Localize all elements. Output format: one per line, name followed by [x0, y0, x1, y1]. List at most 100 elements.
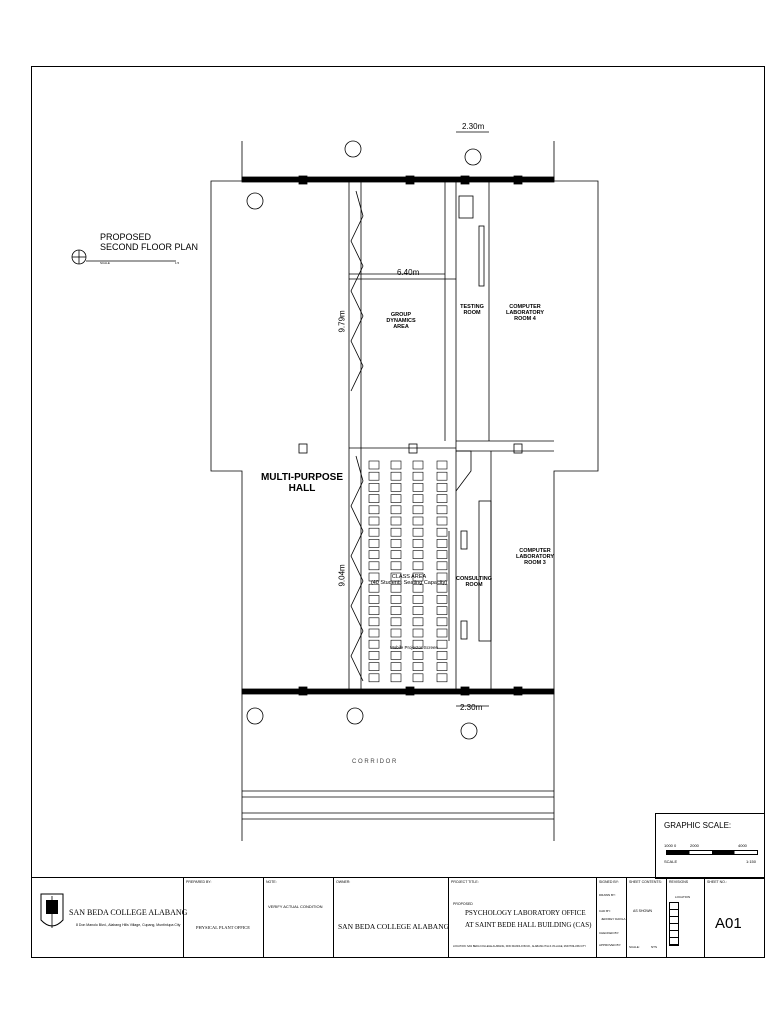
seat	[436, 583, 448, 593]
seat	[390, 617, 402, 627]
checked-by-caption: CHECKED BY:	[599, 931, 620, 935]
graphic-scale-scale-left: SCALE	[664, 859, 678, 864]
seat	[436, 628, 448, 638]
prepared-by-value: PHYSICAL PLANT OFFICE	[196, 925, 251, 930]
seat	[412, 572, 424, 582]
project-caption: PROJECT TITLE:	[451, 880, 479, 884]
tb-prepared-by: PREPARED BY: PHYSICAL PLANT OFFICE	[183, 878, 263, 958]
graphic-scale-box: GRAPHIC SCALE: 1000 0 2000 4000 SCALE 1:…	[655, 813, 765, 879]
drawing-title: PROPOSED SECOND FLOOR PLAN	[100, 232, 198, 253]
seat	[436, 572, 448, 582]
note-caption: NOTE:	[266, 880, 277, 884]
corridor-label: C O R R I D O R	[352, 759, 397, 765]
graphic-scale-label: GRAPHIC SCALE:	[664, 821, 732, 830]
seat	[412, 471, 424, 481]
signed-by-caption: SIGNED BY:	[599, 880, 619, 884]
wall-outline-left	[210, 141, 243, 701]
dim-lower-height: 9.04m	[337, 564, 347, 587]
tb-project: PROJECT TITLE: PROPOSED PSYCHOLOGY LABOR…	[448, 878, 596, 958]
graphic-scale-bar	[666, 850, 758, 855]
seat	[412, 527, 424, 537]
seat	[412, 505, 424, 515]
seat	[390, 673, 402, 683]
prepared-by-caption: PREPARED BY:	[186, 880, 212, 884]
floor-plan	[71, 131, 599, 841]
cad-by-caption: CAD BY:	[599, 909, 611, 913]
dim-group-width: 6.40m	[397, 268, 420, 277]
seat	[436, 460, 448, 470]
seat	[412, 539, 424, 548]
seat	[436, 561, 448, 571]
seat	[436, 505, 448, 515]
approved-by-caption: APPROVED BY:	[599, 943, 622, 947]
owner-caption: OWNER:	[336, 880, 351, 884]
seat	[436, 471, 448, 481]
school-name: SAN BEDA COLLEGE ALABANG	[69, 908, 188, 917]
seat	[390, 595, 402, 604]
dim-top-width: 2.30m	[462, 122, 485, 131]
room-class-area: CLASS AREA (40 Students Seating Capacity…	[370, 574, 448, 587]
revisions-caption: REVISIONS	[669, 880, 689, 884]
graphic-scale-tick-0: 1000 0	[664, 843, 677, 848]
seat	[368, 662, 380, 671]
seat	[368, 572, 380, 582]
partition-lower	[350, 455, 364, 682]
seat	[436, 550, 448, 559]
top-wall	[241, 176, 555, 183]
title-block: SAN BEDA COLLEGE ALABANG 8 Don Manolo Bl…	[31, 877, 765, 958]
sheet-contents-value: AS SHOWN	[633, 909, 653, 913]
wall-outline-right	[553, 141, 599, 701]
tb-sheet-contents: SHEET CONTENTS: AS SHOWN SCALE: NTS	[626, 878, 666, 958]
tb-owner: OWNER: SAN BEDA COLLEGE ALABANG	[333, 878, 450, 958]
seat	[368, 651, 380, 660]
seat	[390, 583, 402, 593]
seat	[390, 494, 402, 503]
seat	[412, 583, 424, 593]
seat	[368, 673, 380, 683]
seat	[412, 639, 424, 649]
revisions-grid	[669, 902, 679, 946]
sheet-contents-caption: SHEET CONTENTS:	[629, 880, 662, 884]
seat	[436, 483, 448, 492]
drawing-title-line1: PROPOSED	[100, 232, 152, 242]
sheet-no-value: A01	[715, 915, 742, 932]
room-computer-lab-4: COMPUTER LABORATORY ROOM 4	[505, 304, 545, 323]
project-proposed: PROPOSED	[453, 902, 473, 906]
location-caption: LOCATION	[675, 895, 691, 899]
graphic-scale-tick-2: 4000	[738, 843, 747, 848]
seat	[390, 539, 402, 548]
scale-value: NTS	[651, 945, 657, 949]
seat	[412, 550, 424, 559]
seat	[436, 516, 448, 526]
seat	[390, 471, 402, 481]
seat	[412, 673, 424, 683]
projector-screen-label: Mobile Projector Screen	[390, 645, 439, 650]
graphic-scale-tick-1: 2000	[690, 843, 699, 848]
seat	[368, 471, 380, 481]
seat	[390, 527, 402, 537]
seat	[412, 651, 424, 660]
seat	[436, 651, 448, 660]
seat	[436, 673, 448, 683]
seat	[436, 595, 448, 604]
seat	[368, 483, 380, 492]
sheet-no-caption: SHEET NO.:	[707, 880, 727, 884]
seat	[368, 550, 380, 559]
seat	[412, 595, 424, 604]
dim-bottom-width: 2.30m	[460, 703, 483, 712]
seat	[368, 617, 380, 627]
drawing-sheet: PROPOSED SECOND FLOOR PLAN SCALE 1:5 MUL…	[31, 66, 765, 958]
owner-value: SAN BEDA COLLEGE ALABANG	[338, 922, 450, 931]
seat	[368, 527, 380, 537]
project-line1: PSYCHOLOGY LABORATORY OFFICE	[465, 909, 586, 917]
room-computer-lab-3: COMPUTER LABORATORY ROOM 3	[515, 548, 555, 567]
seat	[368, 606, 380, 615]
room-group-dynamics: GROUP DYNAMICS AREA	[386, 312, 416, 331]
seat	[390, 651, 402, 660]
seat	[412, 628, 424, 638]
seat	[412, 561, 424, 571]
seat	[390, 606, 402, 615]
seat	[412, 662, 424, 671]
note-value: VERIFY ACTUAL CONDITION	[268, 904, 323, 909]
seat	[368, 583, 380, 593]
